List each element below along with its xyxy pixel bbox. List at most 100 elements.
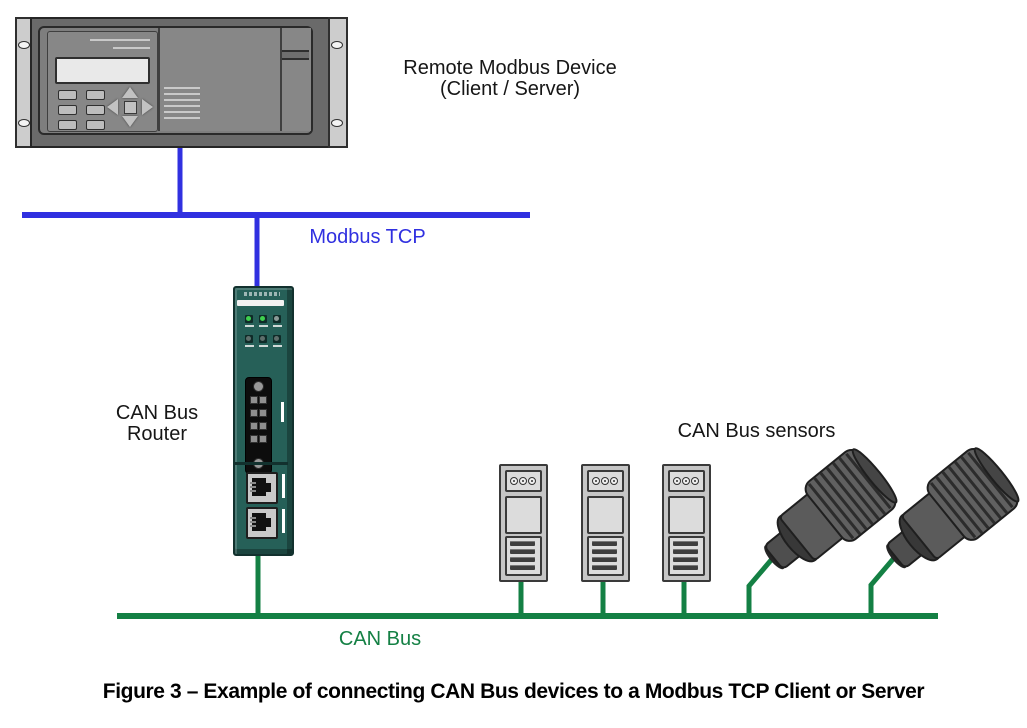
- can-sensor-module-3: [662, 464, 711, 582]
- lcd-display: [55, 57, 150, 84]
- rj45-latch: [266, 483, 271, 492]
- figure-caption: Figure 3 – Example of connecting CAN Bus…: [102, 680, 925, 703]
- terminal-screw: [253, 381, 264, 392]
- sensor-led: [673, 477, 681, 485]
- led-tick: [273, 325, 282, 327]
- rj45-pin: [250, 486, 256, 488]
- arrow-left-icon: [107, 99, 118, 115]
- sensor-face-panel: [668, 496, 705, 534]
- rack-screw: [331, 41, 343, 49]
- led-tick: [259, 325, 268, 327]
- modbus-tcp-label: Modbus TCP: [309, 226, 426, 248]
- keypad-button: [58, 120, 77, 130]
- brand-line: [90, 39, 150, 41]
- can-bus-label: CAN Bus: [338, 628, 422, 650]
- router-label-line2: Router: [126, 423, 188, 445]
- vent-slot: [164, 87, 200, 89]
- sensor-vent-slat: [592, 565, 617, 570]
- port-marker: [282, 474, 285, 498]
- led-tick: [245, 345, 254, 347]
- rj45-pin: [250, 490, 256, 492]
- status-led-on: [259, 315, 267, 323]
- status-led-off: [245, 335, 253, 343]
- rack-screw: [331, 119, 343, 127]
- terminal-contact: [250, 409, 258, 417]
- terminal-contact: [259, 409, 267, 417]
- sensor-vent-slat: [510, 557, 535, 562]
- router-label-strip: [237, 300, 284, 306]
- sensor-led: [528, 477, 536, 485]
- rj45-pin: [250, 517, 256, 519]
- sensor-vent-slat: [510, 541, 535, 546]
- can-sensor-module-1: [499, 464, 548, 582]
- sensor-led: [510, 477, 518, 485]
- sensor-led: [519, 477, 527, 485]
- sensor-vent-slat: [510, 565, 535, 570]
- sensor-vent-slat: [510, 549, 535, 554]
- port-marker: [282, 509, 285, 533]
- sensor-vent-panel: [668, 536, 705, 576]
- status-led-on: [245, 315, 253, 323]
- rj45-port-2: [246, 507, 278, 539]
- can-bus-router: [233, 286, 294, 556]
- status-led-off: [259, 335, 267, 343]
- led-tick: [273, 345, 282, 347]
- sensor-led: [610, 477, 618, 485]
- router-label-line1: CAN Bus: [115, 402, 199, 424]
- remote-modbus-device: [15, 17, 348, 148]
- terminal-contact: [250, 435, 258, 443]
- remote-device-label: Remote Modbus Device (Client / Server): [394, 58, 626, 100]
- terminal-contact: [259, 422, 267, 430]
- thread-ridges: [929, 451, 1014, 539]
- arrow-center-button: [124, 101, 137, 114]
- terminal-contact: [259, 435, 267, 443]
- side-module-section: [282, 28, 311, 131]
- rj45-pin: [250, 482, 256, 484]
- sensor-face-panel: [505, 496, 542, 534]
- terminal-contact: [250, 396, 258, 404]
- sensor-vent-slat: [673, 557, 698, 562]
- led-tick: [245, 325, 254, 327]
- keypad-button: [86, 90, 105, 100]
- probe-end-cap: [973, 447, 1020, 503]
- sensor-vent-panel: [505, 536, 542, 576]
- router-brand-text: [244, 292, 280, 296]
- probe1-wire: [746, 557, 774, 614]
- cylindrical-sensor-2: [886, 447, 1020, 569]
- sensor-face-panel: [587, 496, 624, 534]
- rj45-pin: [250, 525, 256, 527]
- remote-device-label-line2: (Client / Server): [439, 78, 581, 100]
- rack-screw: [18, 119, 30, 127]
- sensor-vent-slat: [673, 549, 698, 554]
- sensor-led: [682, 477, 690, 485]
- vent-slot: [164, 99, 200, 101]
- side-marker: [281, 402, 284, 422]
- can-bus-sensors-label: CAN Bus sensors: [677, 420, 836, 442]
- vent-slot: [164, 93, 200, 95]
- vent-section: [158, 28, 209, 131]
- sensor-led: [691, 477, 699, 485]
- probe-end-cap: [851, 448, 898, 504]
- blank-module-section: [207, 28, 282, 131]
- sensor-led-panel: [505, 470, 542, 492]
- vent-slot: [164, 117, 200, 119]
- thread-ridges: [807, 452, 892, 540]
- probe2-wire: [868, 556, 896, 614]
- sensor-led: [601, 477, 609, 485]
- brand-line: [113, 47, 150, 49]
- led-tick: [259, 345, 268, 347]
- rj45-latch: [266, 518, 271, 527]
- keypad-button: [86, 105, 105, 115]
- terminal-block: [245, 377, 272, 474]
- arrow-down-icon: [122, 116, 138, 127]
- sensor-led: [592, 477, 600, 485]
- control-section: [47, 31, 158, 132]
- arrow-right-icon: [142, 99, 153, 115]
- vent-slot: [164, 105, 200, 107]
- arrow-up-icon: [122, 87, 138, 98]
- vent-slot: [164, 111, 200, 113]
- cylindrical-sensor-1: [764, 448, 898, 570]
- keypad-button: [86, 120, 105, 130]
